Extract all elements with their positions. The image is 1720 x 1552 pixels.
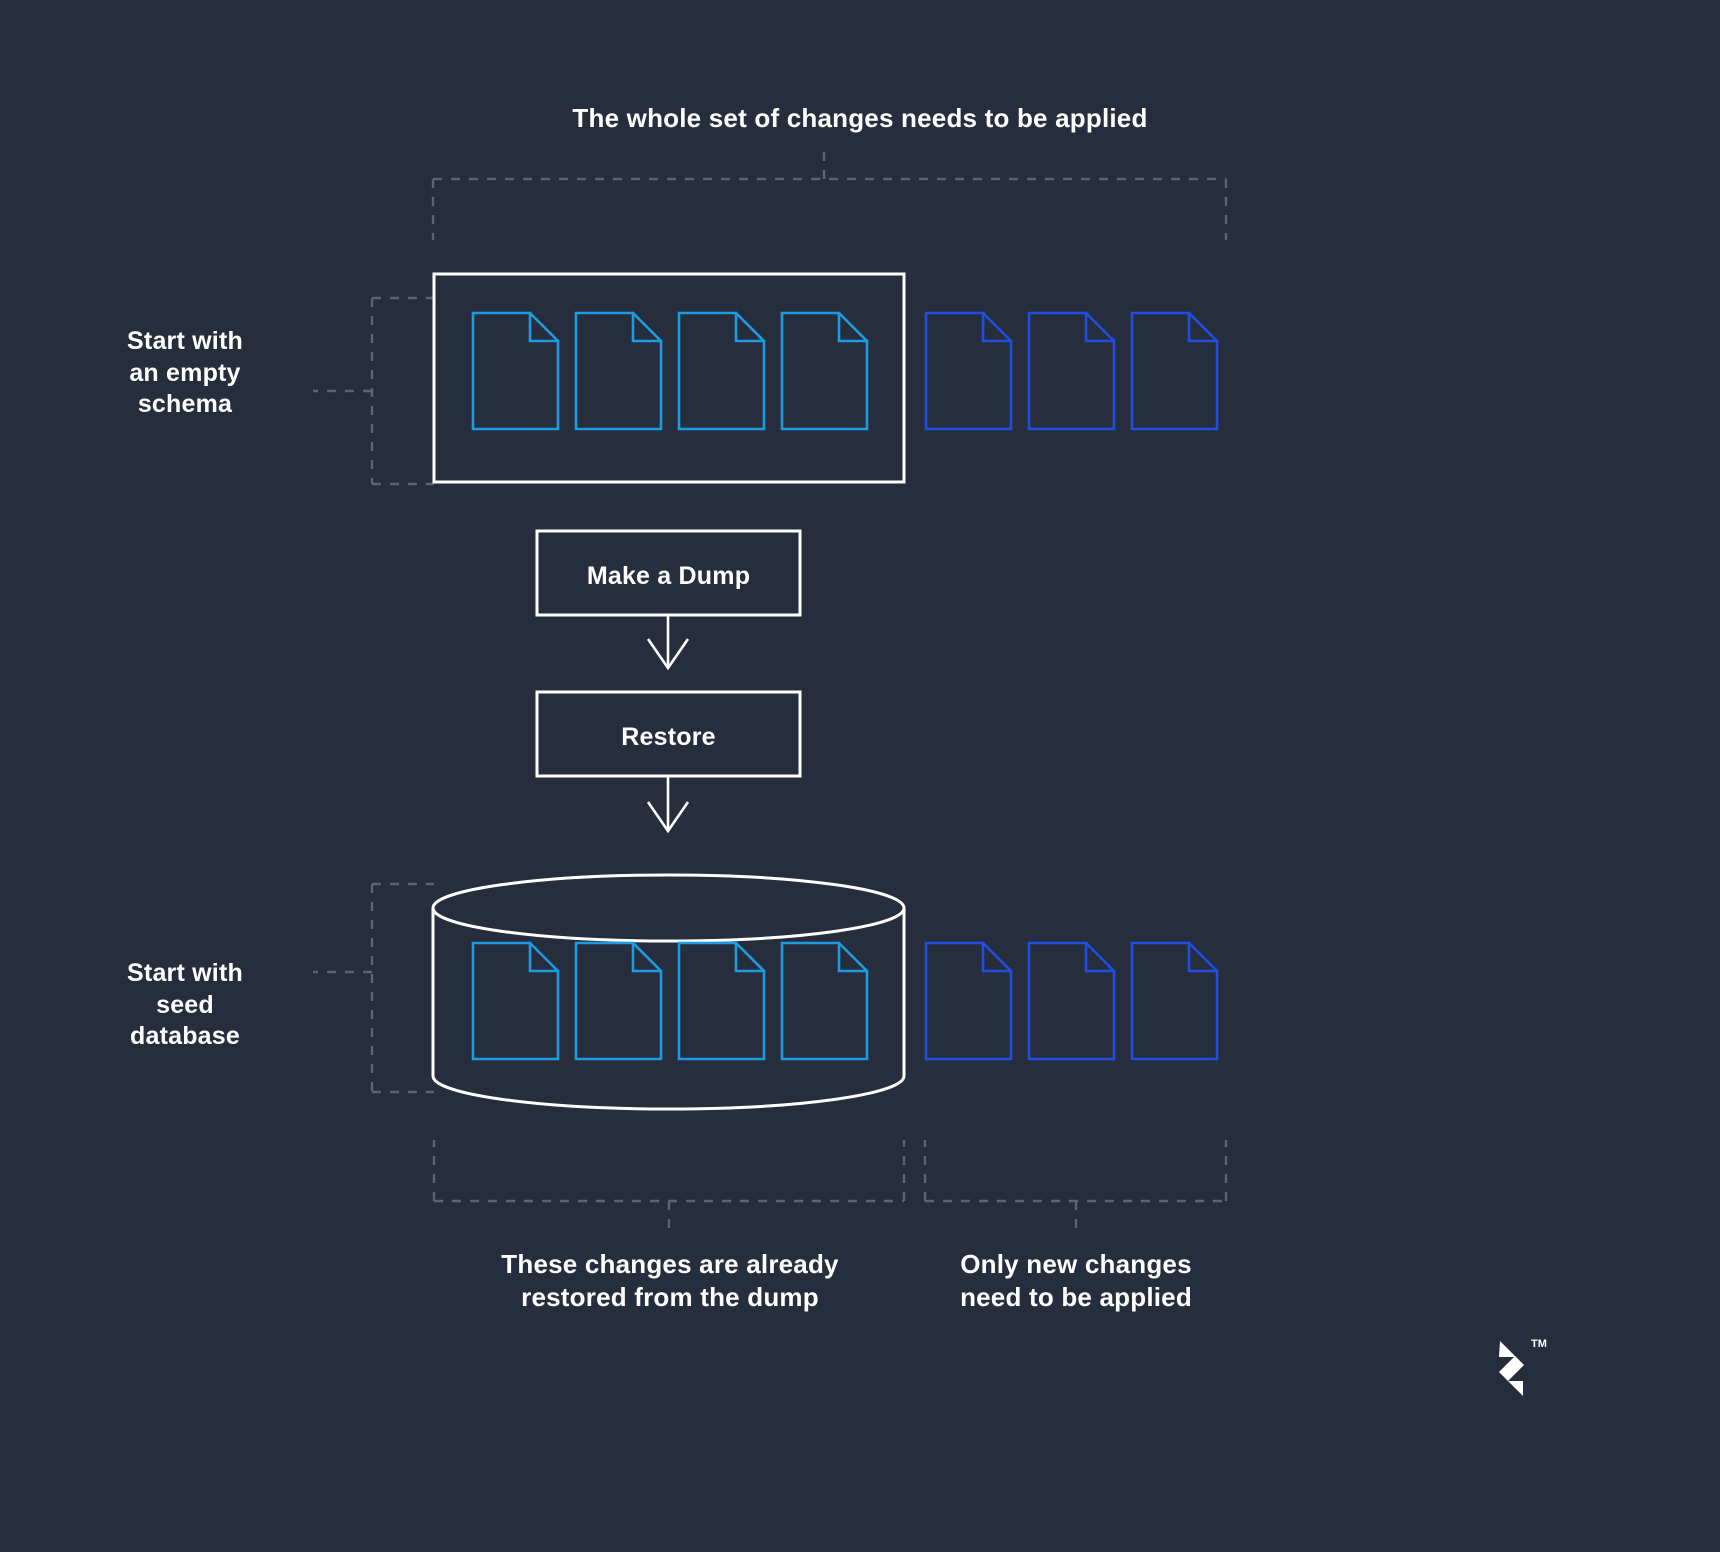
label-seed-database-line1: Start with <box>127 959 243 987</box>
footer-label-new-changes: Only new changes need to be applied <box>876 1248 1276 1314</box>
arrow-restore-to-database <box>646 776 690 834</box>
trademark-symbol: TM <box>1531 1338 1547 1350</box>
footer-label-restored-line2: restored from the dump <box>521 1281 819 1312</box>
label-seed-database: Start with seed database <box>60 958 310 1053</box>
label-seed-database-line2: seed <box>156 990 214 1019</box>
make-a-dump-label[interactable]: Make a Dump <box>586 562 751 590</box>
label-empty-schema-line1: Start with <box>127 327 243 355</box>
seed-database-cylinder <box>431 873 906 1111</box>
bottom-left-bracket-dashed <box>432 1140 906 1232</box>
toptal-logo-icon <box>1499 1341 1524 1396</box>
label-empty-schema: Start with an empty schema <box>60 326 310 421</box>
footer-label-restored-line1: These changes are already <box>501 1249 839 1279</box>
footer-label-new-changes-line1: Only new changes <box>960 1249 1192 1279</box>
document-group-applied-top <box>471 311 869 431</box>
empty-schema-rectangle <box>432 272 906 484</box>
left-bracket-bottom-dashed <box>313 882 434 1094</box>
restore-label[interactable]: Restore <box>621 723 716 751</box>
left-bracket-top-dashed <box>313 296 434 486</box>
footer-label-restored: These changes are already restored from … <box>420 1248 920 1314</box>
document-group-pending-bottom <box>924 941 1219 1061</box>
label-empty-schema-line3: schema <box>137 390 233 418</box>
document-group-pending-top <box>924 311 1219 431</box>
footer-label-new-changes-line2: need to be applied <box>960 1281 1192 1312</box>
label-empty-schema-line2: an empty <box>129 358 241 387</box>
page-title: The whole set of changes needs to be app… <box>572 103 1148 133</box>
document-group-applied-bottom <box>471 941 869 1061</box>
bottom-right-bracket-dashed <box>923 1140 1228 1232</box>
arrow-dump-to-restore <box>646 615 690 671</box>
top-bracket-dashed <box>431 148 1228 240</box>
label-seed-database-line3: database <box>130 1022 240 1050</box>
